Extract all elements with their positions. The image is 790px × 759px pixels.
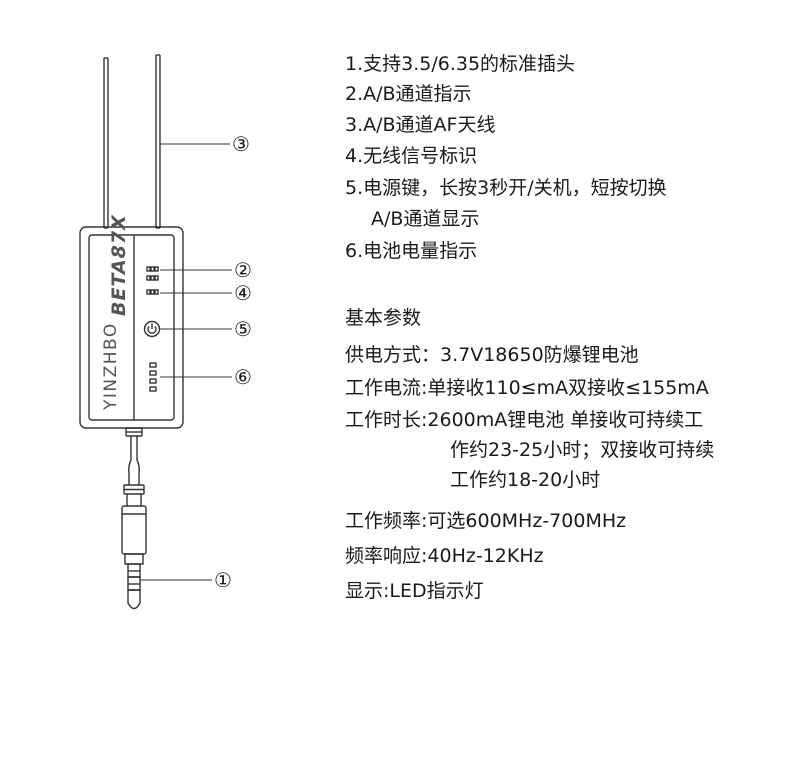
power-button[interactable] — [143, 320, 161, 338]
callout-6: ⑥ — [234, 365, 252, 389]
antenna-right — [155, 54, 161, 229]
spec-power-supply: 供电方式：3.7V18650防爆锂电池 — [345, 344, 639, 366]
feature-4: 4.无线信号标识 — [345, 145, 478, 167]
callout-1: ① — [214, 568, 232, 592]
feature-5-cont: A/B通道显示 — [371, 208, 480, 230]
spec-duration: 工作时长:2600mA锂电池 单接收可持续工 — [345, 409, 704, 431]
receiver-front-panel — [88, 234, 175, 421]
spec-duration-cont-1: 作约23-25小时；双接收可持续 — [450, 439, 715, 461]
callout-2: ② — [234, 258, 252, 282]
spec-current: 工作电流:单接收110≤mA双接收≤155mA — [345, 377, 709, 399]
receiver-body — [79, 226, 184, 429]
spec-display: 显示:LED指示灯 — [345, 580, 484, 602]
callout-numbers: ① ② ③ ④ ⑤ ⑥ — [214, 132, 252, 592]
callout-5: ⑤ — [234, 317, 252, 341]
spec-frequency: 工作频率:可选600MHz-700MHz — [345, 510, 627, 532]
specs-heading: 基本参数 — [345, 307, 422, 329]
brand-text: YINZHBO — [101, 322, 121, 411]
spec-frequency-response: 频率响应:40Hz-12KHz — [345, 545, 544, 567]
feature-3: 3.A/B通道AF天线 — [345, 114, 496, 136]
audio-jack-plug[interactable] — [121, 505, 147, 610]
feature-5: 5.电源键，长按3秒开/关机，短按切换 — [345, 177, 667, 199]
feature-6: 6.电池电量指示 — [345, 240, 478, 262]
callout-4: ④ — [234, 281, 252, 305]
battery-level-leds — [149, 362, 157, 392]
antenna-left — [103, 57, 109, 229]
device-label: YINZHBO BETA87X — [101, 214, 130, 411]
spec-duration-cont-2: 工作约18-20小时 — [450, 469, 601, 491]
model-text: BETA87X — [108, 214, 130, 316]
leader-lines — [140, 143, 232, 581]
signal-leds — [146, 266, 159, 295]
feature-2: 2.A/B通道指示 — [345, 83, 472, 105]
feature-1: 1.支持3.5/6.35的标准插头 — [345, 53, 576, 75]
callout-3: ③ — [232, 132, 250, 156]
cable — [123, 427, 145, 506]
